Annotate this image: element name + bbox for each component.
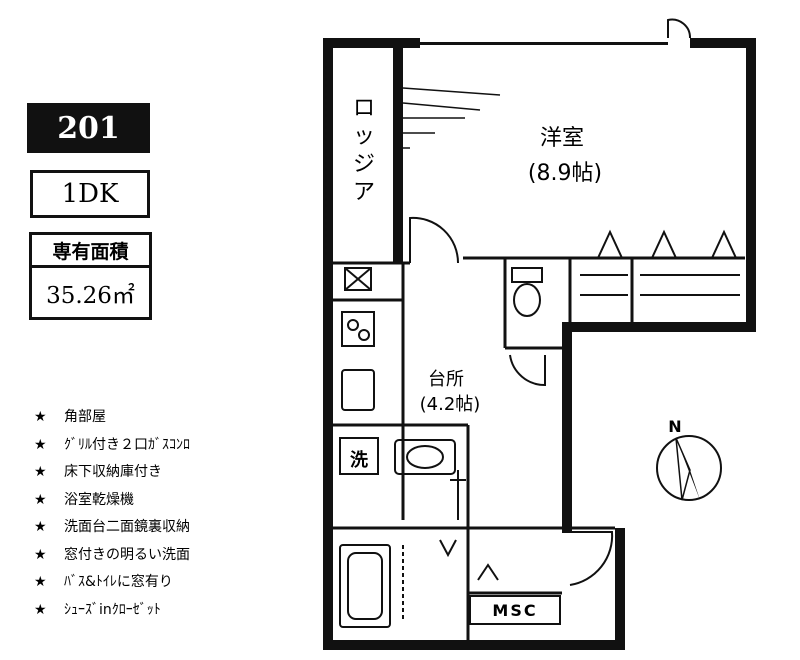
toilet (509, 267, 546, 387)
closet-doors (580, 229, 740, 296)
star-icon: ★ (34, 519, 47, 535)
feature-item: ★ｸﾞﾘﾙ付き２口ｶﾞｽｺﾝﾛ (34, 432, 314, 460)
western-room-size: (8.9帖) (528, 161, 602, 186)
star-icon: ★ (34, 546, 47, 563)
kitchen-size: (4.2帖) (420, 394, 481, 415)
exterior-walls (323, 38, 756, 650)
western-door (409, 216, 460, 264)
feature-list: ★角部屋 ★ｸﾞﾘﾙ付き２口ｶﾞｽｺﾝﾛ ★床下収納庫付き ★浴室乾燥機 ★洗面… (34, 404, 314, 624)
svg-text:ッ: ッ (353, 124, 375, 149)
unit-number: 201 (27, 103, 150, 153)
layout-type: 1DK (30, 170, 150, 218)
washroom-label: 洗 (350, 449, 368, 471)
feature-item: ★洗面台二面鏡裏収納 (34, 514, 314, 542)
star-icon: ★ (34, 464, 47, 480)
msc-door (469, 531, 614, 625)
star-icon: ★ (34, 574, 47, 590)
star-icon: ★ (34, 436, 47, 453)
interior-walls (333, 256, 745, 640)
star-icon: ★ (34, 491, 47, 508)
compass-icon: N (656, 417, 722, 501)
feature-item: ★角部屋 (34, 404, 314, 432)
floor-area-value: 35.26㎡ (29, 268, 152, 320)
svg-text:ロ: ロ (353, 96, 375, 121)
feature-item: ★浴室乾燥機 (34, 487, 314, 515)
feature-item: ★ﾊﾞｽ&ﾄｲﾚに窓有り (34, 569, 314, 597)
feature-item: ★床下収納庫付き (34, 459, 314, 487)
svg-text:ア: ア (353, 180, 375, 205)
star-icon: ★ (34, 409, 47, 425)
floor-area-label: 専有面積 (29, 232, 152, 268)
western-room-name: 洋室 (540, 126, 584, 151)
svg-text:ジ: ジ (353, 152, 375, 177)
loggia-railing (325, 60, 501, 255)
kitchen-fixtures (341, 267, 375, 411)
washroom-fixtures (339, 437, 466, 628)
msc-label: MSC (492, 601, 537, 620)
star-icon: ★ (34, 601, 47, 618)
feature-item: ★窓付きの明るい洗面 (34, 542, 314, 570)
loggia-label: ロ ッ ジ ア (353, 96, 375, 205)
entry-door (667, 18, 692, 39)
compass-north: N (668, 417, 681, 436)
feature-item: ★ｼｭｰｽﾞinｸﾛｰｾﾞｯﾄ (34, 597, 314, 625)
kitchen-name: 台所 (428, 369, 464, 390)
